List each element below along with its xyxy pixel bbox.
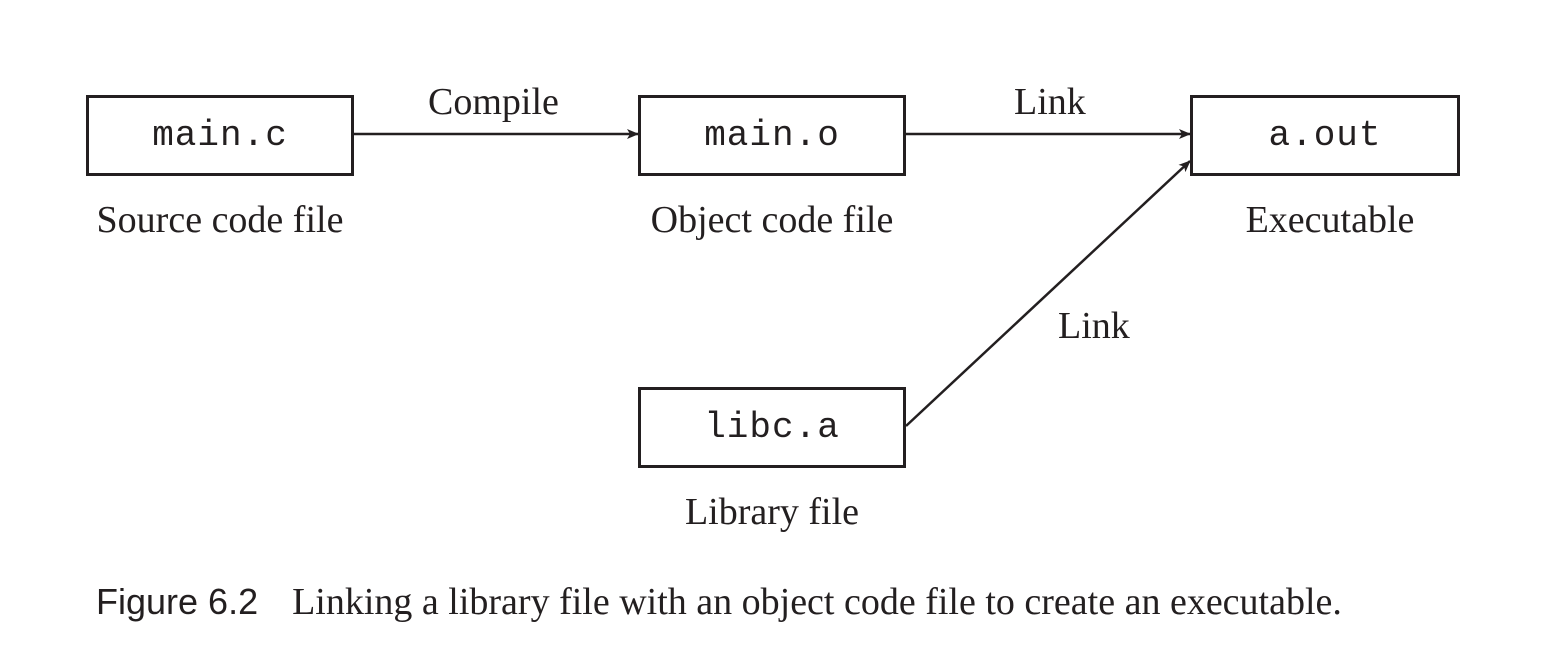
figure-number: Figure 6.2: [96, 581, 259, 622]
source-file-name: main.c: [152, 115, 288, 156]
source-file-caption: Source code file: [96, 199, 344, 241]
compile-label: Compile: [428, 81, 559, 123]
link-arrow-library-to-executable: [905, 160, 1191, 427]
figure-caption-text: Linking a library file with an object co…: [292, 581, 1342, 623]
source-file-box: main.c: [86, 95, 354, 176]
figure-caption: Figure 6.2 Linking a library file with an…: [96, 580, 1342, 624]
executable-caption: Executable: [1245, 199, 1415, 241]
object-file-name: main.o: [704, 115, 840, 156]
executable-box: a.out: [1190, 95, 1460, 176]
object-file-caption: Object code file: [650, 199, 894, 241]
library-file-box: libc.a: [638, 387, 906, 468]
executable-name: a.out: [1268, 115, 1382, 156]
link-label-diagonal: Link: [1058, 305, 1130, 347]
library-file-name: libc.a: [704, 407, 840, 448]
object-file-box: main.o: [638, 95, 906, 176]
link-label-top: Link: [1014, 81, 1086, 123]
library-file-caption: Library file: [684, 491, 860, 533]
